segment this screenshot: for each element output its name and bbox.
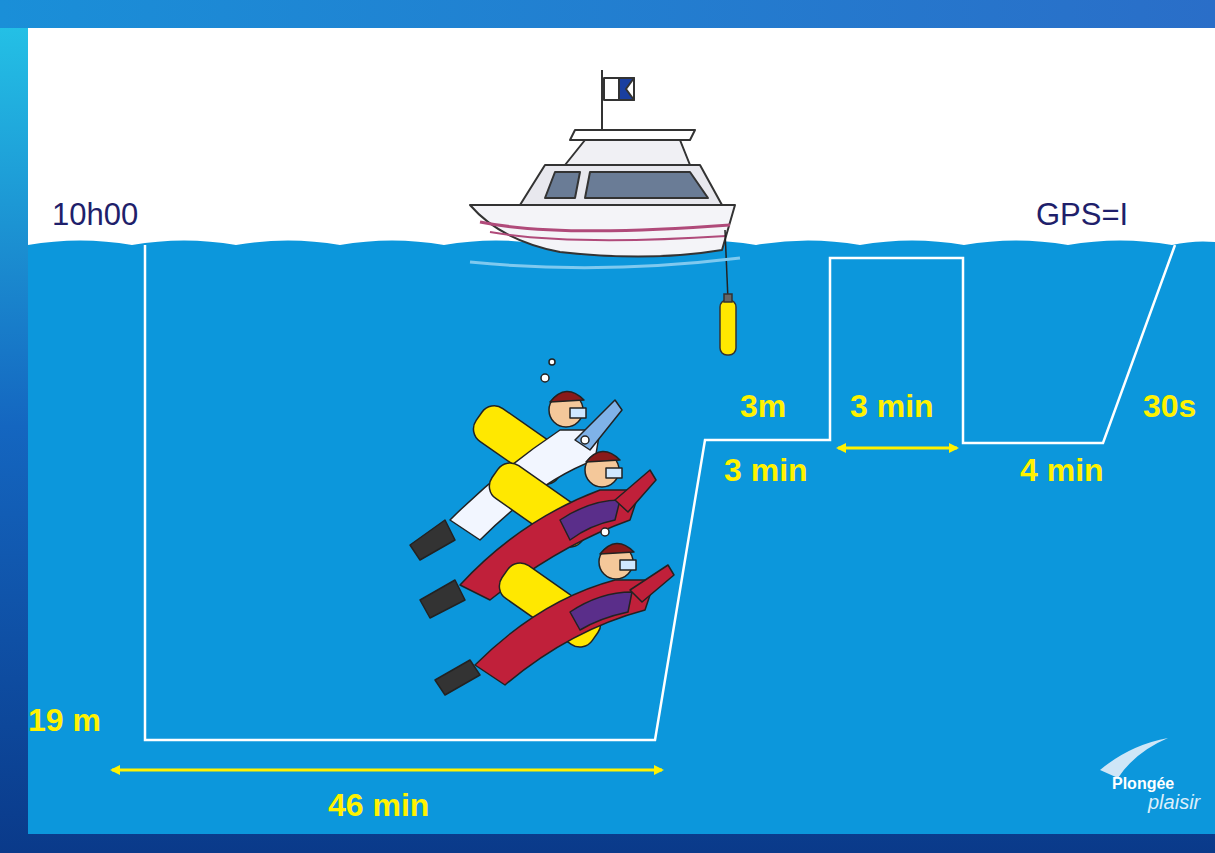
frame-top: [0, 0, 1215, 28]
duration-label: 3 min: [724, 454, 808, 486]
panel: [28, 28, 1215, 834]
duration-label: 4 min: [1020, 454, 1104, 486]
dive-profile: [145, 245, 1175, 740]
duration-arrow: [112, 769, 662, 772]
duration-arrow: [838, 447, 957, 450]
divers: [410, 359, 674, 695]
depth-label: 3m: [740, 390, 786, 422]
logo-text: plaisir: [1148, 792, 1200, 812]
duration-label: 46 min: [328, 789, 429, 821]
logo-text: Plongée: [1112, 776, 1174, 792]
deco-tank: [720, 294, 736, 355]
water: [28, 241, 1215, 835]
depth-label: 19 m: [28, 704, 101, 736]
group-label: GPS=I: [1036, 199, 1128, 230]
duration-label: 3 min: [850, 390, 934, 422]
wake: [470, 258, 740, 268]
logo-mark: [1100, 738, 1168, 778]
time-label: 10h00: [52, 199, 138, 230]
duration-label: 30s: [1143, 390, 1196, 422]
